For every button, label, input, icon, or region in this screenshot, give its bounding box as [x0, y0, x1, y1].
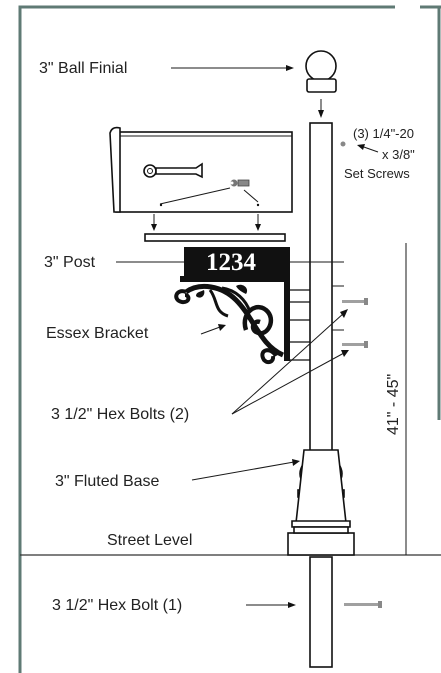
bracket-bottom-curl — [260, 348, 278, 365]
post-label: 3" Post — [44, 254, 96, 271]
mailbox-body — [115, 131, 293, 213]
bracket-scroll-curl — [242, 304, 274, 336]
post-lower — [309, 556, 333, 668]
mailbox-flag-icon — [143, 162, 203, 179]
mailbox-screw-arrow-right — [243, 189, 259, 203]
hex-bolt-one-label: 3 1/2" Hex Bolt (1) — [52, 597, 182, 614]
finial-ball — [305, 50, 337, 82]
fluted-base — [287, 449, 355, 556]
post — [309, 122, 333, 668]
finial-base — [306, 78, 337, 93]
base-plinth — [287, 532, 355, 556]
base-column — [294, 449, 348, 533]
essex-bracket: 1234 — [174, 247, 310, 365]
set-screws-line1: (3) 1/4"-20 — [353, 126, 414, 141]
hex-bolt-upper — [342, 298, 368, 305]
bracket-scroll-left — [174, 289, 191, 305]
set-screw-icon — [340, 141, 346, 147]
bracket-leaf-2 — [236, 284, 248, 294]
base-plinth-cap — [293, 526, 349, 534]
bracket-top-arm — [180, 276, 290, 282]
hex-bolts-leader-1 — [231, 312, 345, 415]
mounting-plate — [144, 233, 286, 242]
set-screws-line2: x 3/8" — [382, 147, 415, 162]
fluted-base-leader — [191, 461, 295, 481]
bracket-vertical-bar — [284, 247, 290, 361]
address-plaque — [184, 247, 290, 276]
bracket-leaf — [196, 290, 205, 298]
finial-down-arrowhead — [318, 110, 324, 118]
hex-bolts-leader-2 — [231, 352, 345, 415]
essex-bracket-label: Essex Bracket — [46, 325, 149, 342]
height-range-label: 41" - 45" — [385, 374, 402, 435]
frame — [18, 5, 441, 673]
fluted-base-label: 3" Fluted Base — [55, 473, 160, 490]
mailbox-screw-arrow-left — [159, 187, 231, 205]
mailbox — [109, 126, 293, 231]
ball-finial-arrowhead — [286, 65, 294, 71]
frame-top-left — [18, 5, 395, 673]
ball-finial-label: 3" Ball Finial — [39, 60, 127, 77]
hex-bolt-lower — [342, 341, 368, 348]
hex-bolt-bottom — [344, 601, 382, 608]
essex-bracket-leader — [200, 326, 221, 335]
bracket-scroll-inner — [208, 286, 252, 318]
post-upper — [309, 122, 333, 464]
mailbox-screw-icon — [230, 179, 250, 187]
bracket-scroll — [184, 283, 285, 358]
house-number: 1234 — [206, 249, 257, 276]
hex-bolts-two-label: 3 1/2" Hex Bolts (2) — [51, 406, 189, 423]
mailbox-door-hinge — [109, 126, 121, 213]
ball-finial — [305, 50, 337, 93]
base-lower-bulge — [291, 520, 351, 528]
set-screws-line3: Set Screws — [344, 166, 410, 181]
street-level-label: Street Level — [107, 532, 192, 549]
